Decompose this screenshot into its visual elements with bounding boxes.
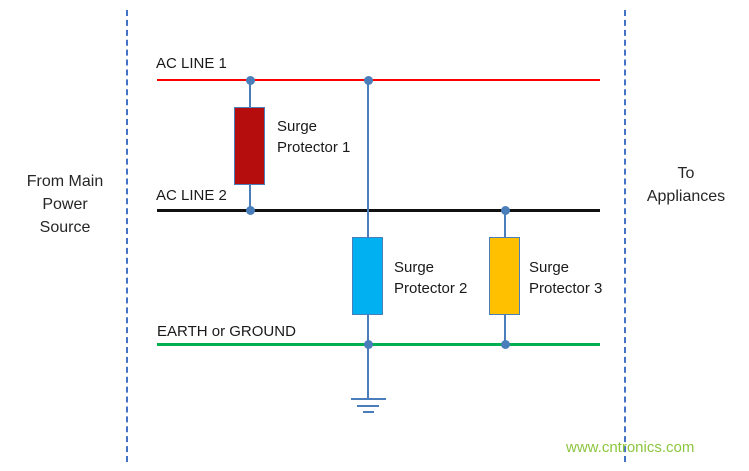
to-appliances-label: To Appliances [646, 165, 726, 205]
junction-dot [246, 76, 255, 85]
boundary-dashed-line-right [624, 10, 626, 462]
ac-line-2-label: AC LINE 2 [156, 187, 227, 204]
from-main-power-source-label: From Main Power Source [26, 173, 104, 236]
surge-protector-2-body [352, 237, 383, 315]
surge-protector-1-body [234, 107, 265, 185]
earth-ground-wire [157, 343, 600, 346]
surge-protector-3-body [489, 237, 520, 315]
earth-or-ground-label: EARTH or GROUND [157, 323, 296, 340]
junction-dot [364, 76, 373, 85]
junction-dot [501, 206, 510, 215]
ground-symbol-bar-2 [357, 405, 379, 407]
junction-dot [501, 340, 510, 349]
ac-line-1-label: AC LINE 1 [156, 55, 227, 72]
surge-protector-1-label: Surge Protector 1 [277, 118, 351, 156]
junction-dot [364, 340, 373, 349]
ground-symbol-bar-3 [363, 411, 374, 413]
ac-line-2-wire [157, 209, 600, 212]
surge-protector-3-label: Surge Protector 3 [529, 259, 603, 297]
ground-symbol-bar-1 [351, 398, 386, 400]
ac-line-1-wire [157, 79, 600, 81]
surge-protector-2-label: Surge Protector 2 [394, 259, 468, 297]
boundary-dashed-line-left [126, 10, 128, 462]
junction-dot [246, 206, 255, 215]
watermark-text: www.cntronics.com [566, 439, 695, 456]
